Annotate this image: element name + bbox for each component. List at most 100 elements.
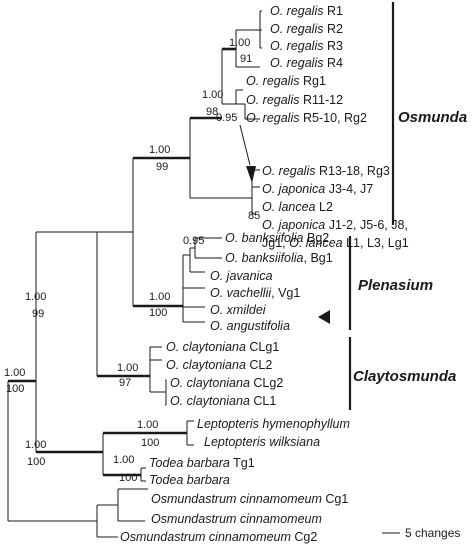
- taxon-name: O. regalis: [270, 39, 324, 53]
- taxon-label: O. regalis R3: [270, 39, 343, 53]
- xmildei-pointer-icon: [318, 310, 330, 324]
- support-bs: 91: [240, 53, 252, 65]
- taxon-name: Todea barbara: [149, 473, 230, 487]
- taxon-label: O. xmildei: [210, 303, 267, 317]
- taxon-specimen: L2: [316, 200, 333, 214]
- taxon-specimen: L1, L3, Lg1: [343, 236, 409, 250]
- clade-label-osmunda: Osmunda: [398, 109, 467, 126]
- taxon-label: O. regalis R5-10, Rg2: [246, 111, 367, 125]
- taxon-label: O. claytoniana CL2: [166, 358, 272, 372]
- taxon-name: O. regalis: [270, 4, 324, 18]
- taxon-name: O. vachellii: [210, 286, 272, 300]
- support-bs: 100: [6, 383, 24, 395]
- support-bs: 97: [119, 377, 131, 389]
- taxon-label: O. vachellii, Vg1: [210, 286, 300, 300]
- taxon-specimen: Cg1: [322, 492, 348, 506]
- taxon-label: O. japonica J3-4, J7: [262, 182, 373, 196]
- taxon-name: O. banksiifolia: [225, 231, 304, 245]
- support-bs: 98: [206, 106, 218, 118]
- taxon-name: O. japonica: [262, 218, 325, 232]
- taxon-name: Leptopteris hymenophyllum: [197, 417, 350, 431]
- tree-labels: O. regalis R1O. regalis R2O. regalis R3O…: [4, 4, 409, 544]
- taxon-specimen: Tg1: [230, 456, 255, 470]
- annotation-arrowhead: [246, 166, 256, 183]
- taxon-name: O. regalis: [246, 74, 300, 88]
- support-pp: 1.00: [202, 89, 223, 101]
- support-bs: 100: [141, 437, 159, 449]
- taxon-label: O. claytoniana CL1: [170, 394, 276, 408]
- taxon-label: Osmundastrum cinnamomeum: [151, 512, 322, 526]
- taxon-label: Todea barbara Tg1: [149, 456, 255, 470]
- taxon-name: O. claytoniana: [170, 394, 250, 408]
- taxon-label: O. regalis R4: [270, 56, 343, 70]
- taxon-name: Osmundastrum cinnamomeum: [151, 512, 322, 526]
- taxon-label: O. lancea L2: [262, 200, 333, 214]
- support-bs: 100: [119, 472, 137, 484]
- support-pp: 1.00: [149, 144, 170, 156]
- taxon-specimen: CL1: [250, 394, 276, 408]
- taxon-label: Leptopteris hymenophyllum: [197, 417, 350, 431]
- taxon-name: O. javanica: [210, 269, 273, 283]
- support-pp: 1.00: [149, 291, 170, 303]
- taxon-specimen: R5-10, Rg2: [300, 111, 367, 125]
- support-pp: 1.00: [117, 362, 138, 374]
- support-pp: 1.00: [25, 439, 46, 451]
- support-pp: 1.00: [4, 367, 25, 379]
- support-bs: 85: [248, 210, 260, 222]
- taxon-label: O. regalis R11-12: [246, 93, 343, 107]
- taxon-label: O. claytoniana CLg1: [166, 340, 279, 354]
- taxon-label: Osmundastrum cinnamomeum Cg2: [120, 530, 317, 544]
- scale-bar-label: 5 changes: [405, 526, 460, 540]
- support-pp: 1.00: [137, 419, 158, 431]
- taxon-label: O. banksiifolia Bg2: [225, 231, 329, 245]
- taxon-specimen: R3: [324, 39, 344, 53]
- tree-edges: [7, 10, 262, 538]
- taxon-name: O. angustifolia: [210, 319, 290, 333]
- taxon-name: O. banksiifolia: [225, 251, 304, 265]
- taxon-specimen: R1: [324, 4, 344, 18]
- support-pp: 1.00: [229, 37, 250, 49]
- support-bs: 100: [27, 456, 45, 468]
- taxon-specimen: , Vg1: [271, 286, 300, 300]
- support-pp: 0.95: [216, 112, 237, 124]
- taxon-name: O. regalis: [246, 111, 300, 125]
- support-pp: 1.00: [25, 291, 46, 303]
- taxon-label: Leptopteris wilksiana: [204, 435, 320, 449]
- taxon-name: O. xmildei: [210, 303, 267, 317]
- taxon-name: O. japonica: [262, 182, 325, 196]
- taxon-label: O. regalis R2: [270, 22, 343, 36]
- taxon-label: O. regalis Rg1: [246, 74, 326, 88]
- taxon-name: O. lancea: [262, 200, 316, 214]
- taxon-label: O. japonica J1-2, J5-6, J8,: [262, 218, 408, 232]
- clade-brackets: [348, 2, 395, 410]
- taxon-specimen: CLg1: [246, 340, 279, 354]
- taxon-specimen: Rg1: [300, 74, 326, 88]
- taxon-specimen: R4: [324, 56, 344, 70]
- taxon-specimen: J1-2, J5-6, J8,: [325, 218, 408, 232]
- taxon-name: Todea barbara: [149, 456, 230, 470]
- taxon-specimen: J3-4, J7: [325, 182, 373, 196]
- support-bs: 99: [32, 308, 44, 320]
- taxon-specimen: R13-18, Rg3: [316, 164, 390, 178]
- taxon-name: Osmundastrum cinnamomeum: [120, 530, 291, 544]
- support-bs: 99: [156, 161, 168, 173]
- taxon-name: Leptopteris wilksiana: [204, 435, 320, 449]
- support-bs: 100: [149, 307, 167, 319]
- taxon-label: Osmundastrum cinnamomeum Cg1: [151, 492, 348, 506]
- taxon-name: O. regalis: [246, 93, 300, 107]
- taxon-name: O. regalis: [270, 22, 324, 36]
- clade-label-plenasium: Plenasium: [358, 277, 433, 294]
- taxon-specimen: Bg2: [304, 231, 330, 245]
- taxon-label: O. regalis R13-18, Rg3: [262, 164, 390, 178]
- taxon-name: O. claytoniana: [170, 376, 250, 390]
- taxon-name: Osmundastrum cinnamomeum: [151, 492, 322, 506]
- clade-label-claytosmunda: Claytosmunda: [353, 368, 456, 385]
- taxon-label: Todea barbara: [149, 473, 230, 487]
- taxon-label: O. claytoniana CLg2: [170, 376, 283, 390]
- taxon-label: O. banksiifolia, Bg1: [225, 251, 333, 265]
- support-pp: 0.95: [183, 235, 204, 247]
- taxon-label: O. angustifolia: [210, 319, 290, 333]
- taxon-name: O. regalis: [262, 164, 316, 178]
- taxon-label: Jg1, O. lancea L1, L3, Lg1: [262, 236, 409, 250]
